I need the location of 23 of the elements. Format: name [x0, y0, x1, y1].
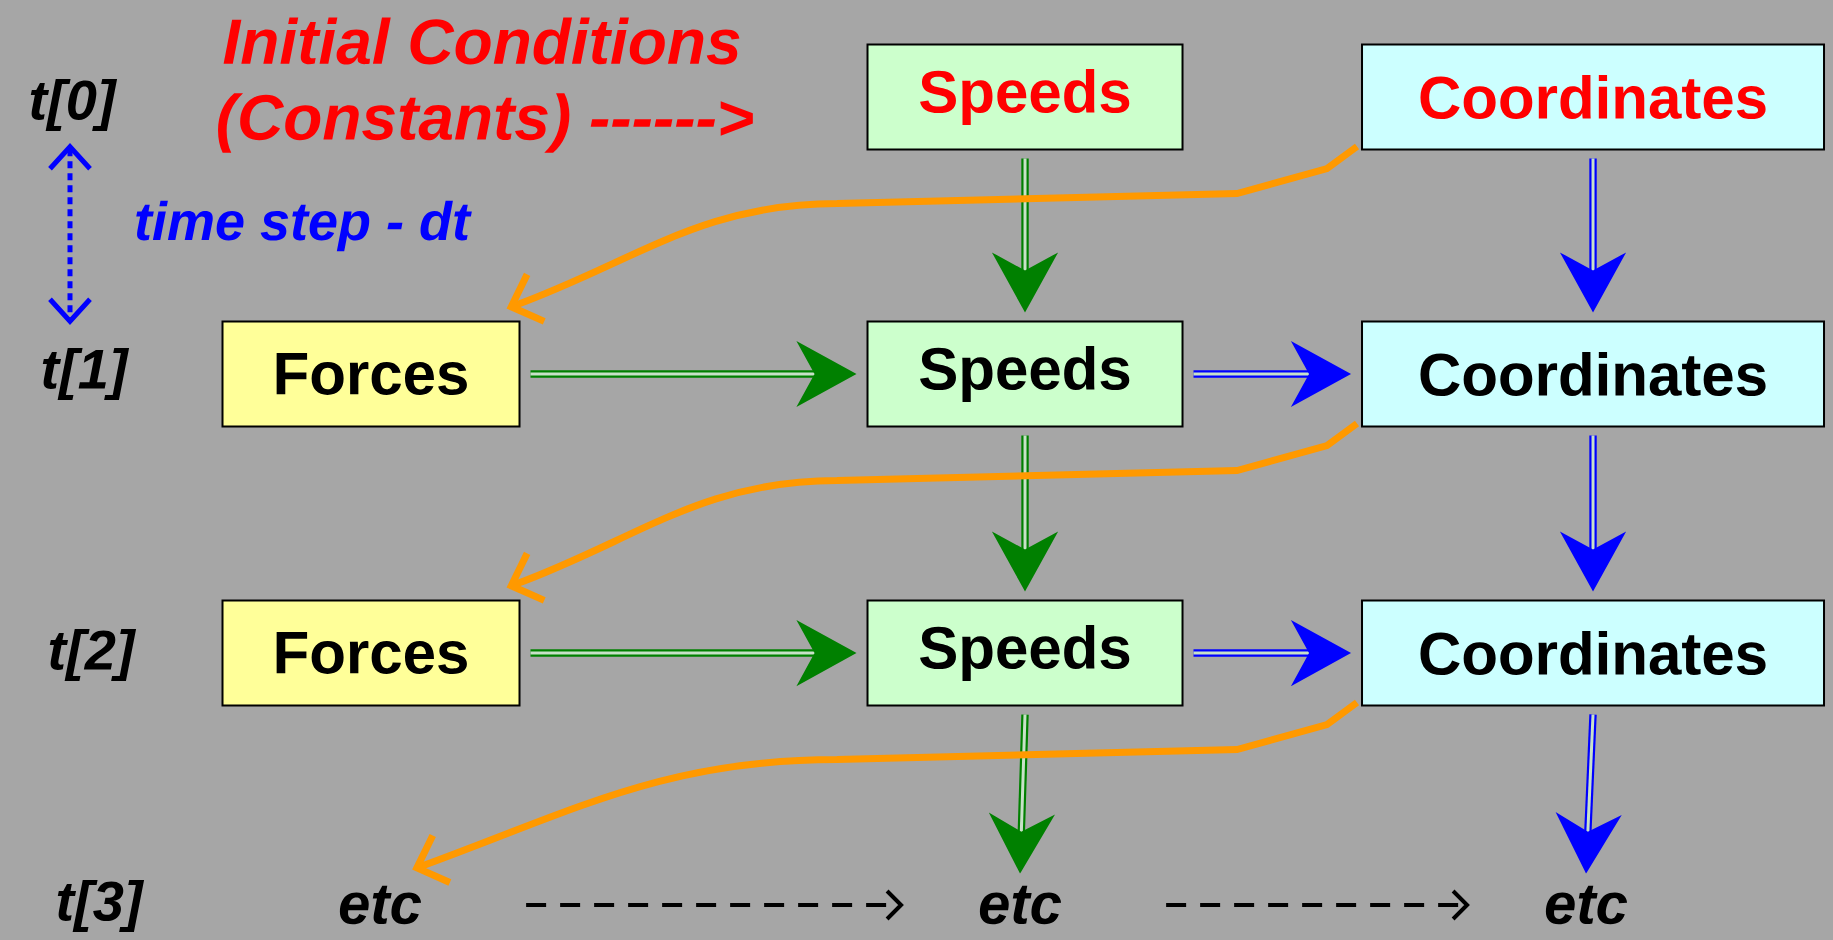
time-label: t[1] [42, 347, 130, 401]
step-text: etc [339, 885, 422, 925]
arrow [412, 699, 1360, 886]
arrow [506, 420, 1360, 604]
process-box: Coordinates [1361, 599, 1825, 707]
heading-text: Initial Conditions [223, 17, 740, 65]
time-label: t[0] [30, 78, 118, 132]
process-box: Forces [221, 320, 521, 428]
heading-text: (Constants) ------> [218, 93, 753, 153]
time-label: t[2] [49, 628, 137, 682]
arrow [1166, 889, 1470, 921]
arrow [526, 889, 904, 921]
process-box: Forces [221, 599, 521, 707]
process-box: Speeds [866, 43, 1184, 151]
process-box: Speeds [866, 599, 1184, 707]
process-box: Coordinates [1361, 320, 1825, 428]
time-label: t[3] [57, 879, 145, 933]
step-text: etc [1545, 885, 1628, 925]
step-text: etc [979, 885, 1062, 925]
process-box: Speeds [866, 320, 1184, 428]
process-box: Coordinates [1361, 43, 1825, 151]
arrow [506, 143, 1360, 325]
annotation-text: time step - dt [136, 200, 472, 252]
